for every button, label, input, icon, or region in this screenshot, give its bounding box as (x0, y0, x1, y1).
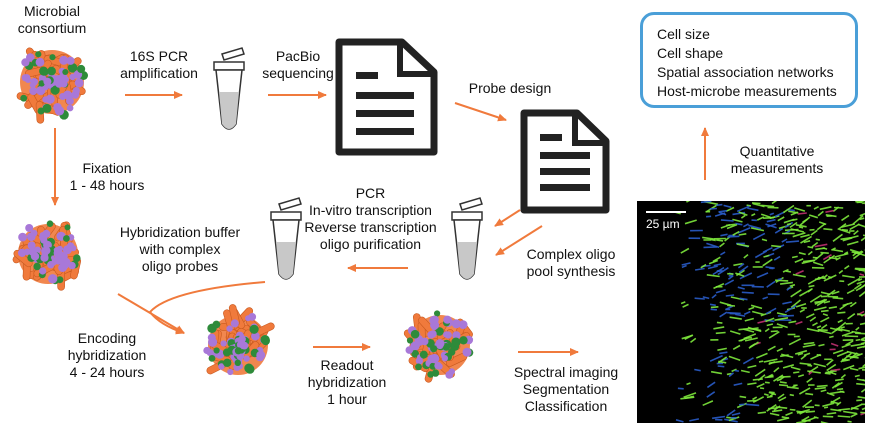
label-line: oligo probes (141, 258, 219, 274)
arrow-to-probe-doc (454, 102, 507, 122)
pcr-tube (213, 47, 245, 130)
label-line: Readout (320, 357, 374, 373)
label-line: amplification (120, 65, 198, 81)
label-imaging: Spectral imaging Segmentation Classifica… (506, 364, 626, 415)
measurements-box: Cell size Cell shape Spatial association… (640, 12, 858, 108)
label-line: PacBio (275, 48, 321, 64)
label-line: 16S PCR (129, 48, 189, 64)
scale-bar-label: 25 µm (646, 217, 680, 231)
label-line: In-vitro transcription (309, 202, 432, 218)
measurement-item: Host-microbe measurements (657, 83, 837, 99)
label-line: Segmentation (522, 381, 610, 397)
label-complex-pool: Complex oligo pool synthesis (516, 246, 626, 280)
label-line: Fixation (82, 160, 132, 176)
label-consortium: Microbial consortium (2, 3, 102, 37)
fixed-cells-cluster (12, 220, 82, 291)
label-hyb-buffer: Hybridization buffer with complex oligo … (100, 224, 260, 275)
label-line: pool synthesis (526, 263, 616, 279)
label-16s-pcr: 16S PCR amplification (104, 48, 214, 82)
label-line: sequencing (262, 65, 334, 81)
label-quantitative: Quantitative measurements (722, 143, 832, 177)
arrow-buffer-to-encoding (148, 281, 266, 335)
arrow-to-pool-tube (494, 209, 521, 227)
label-line: oligo purification (319, 236, 422, 252)
label-line: 1 hour (327, 391, 367, 407)
microbial-consortium-cluster (16, 47, 88, 124)
label-line: Reverse transcription (304, 219, 437, 235)
arrow-to-encoding-cells (117, 293, 185, 334)
label-line: 1 - 48 hours (69, 177, 145, 193)
measurement-item: Spatial association networks (657, 64, 834, 80)
label-readout: Readout hybridization 1 hour (292, 357, 402, 408)
label-line: Classification (524, 398, 608, 414)
label-pcr-steps: PCR In-vitro transcription Reverse trans… (288, 185, 453, 253)
microscopy-texture (673, 196, 876, 425)
label-line: Spectral imaging (513, 364, 619, 380)
label-line: measurements (730, 160, 824, 176)
label-pacbio: PacBio sequencing (258, 48, 338, 82)
probe-document-icon (520, 109, 610, 214)
label-line: with complex (139, 241, 221, 257)
label-line: Hybridization buffer (119, 224, 241, 240)
label-line: hybridization (307, 374, 387, 390)
label-line: Quantitative (739, 143, 815, 159)
encoding-cells-cluster (203, 304, 275, 376)
pool-tube (451, 197, 483, 280)
label-line: Complex oligo (526, 246, 616, 262)
measurement-item: Cell shape (657, 45, 724, 61)
arrow-to-complex-pool (495, 225, 543, 256)
hyb-tube (270, 197, 302, 280)
label-fixation: Fixation 1 - 48 hours (62, 160, 152, 194)
label-line: Encoding (77, 330, 137, 346)
label-probe-design: Probe design (468, 80, 552, 96)
label-line: Microbial (23, 3, 80, 19)
arrows (51, 91, 709, 356)
scale-bar (646, 211, 686, 213)
sequence-document-icon (335, 38, 438, 156)
measurement-item: Cell size (657, 26, 710, 42)
microscopy-image (637, 196, 876, 425)
label-line: hybridization (67, 347, 147, 363)
label-encoding: Encoding hybridization 4 - 24 hours (52, 330, 162, 381)
readout-cells-cluster (403, 310, 474, 383)
label-line: PCR (355, 185, 386, 201)
label-line: consortium (17, 20, 87, 36)
label-line: 4 - 24 hours (69, 364, 145, 380)
